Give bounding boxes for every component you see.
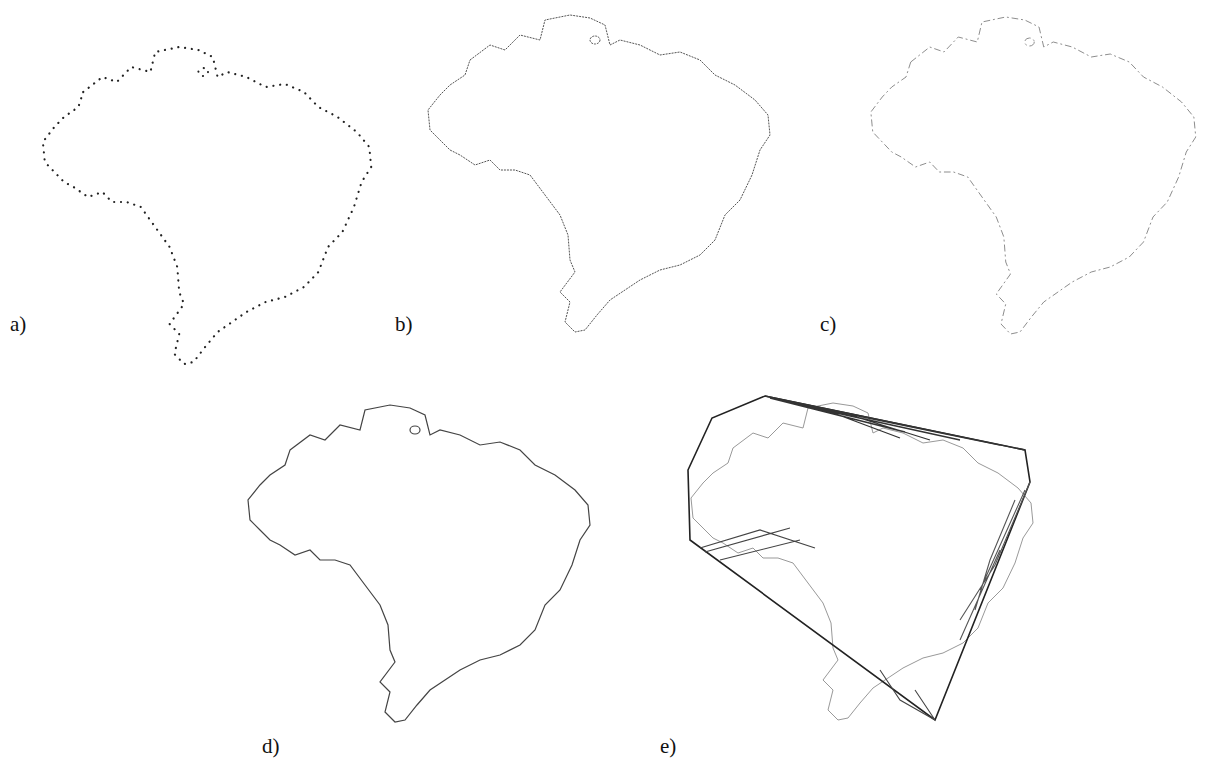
- faded-outline: [871, 17, 1196, 334]
- panel-label: b): [395, 312, 413, 337]
- panel-label: c): [820, 312, 836, 337]
- fine-outline: [428, 15, 770, 332]
- dotted-outline: [43, 47, 371, 364]
- panel-label: e): [660, 734, 676, 759]
- panel-label: d): [262, 734, 280, 759]
- panel-label: a): [10, 312, 26, 337]
- continuous-outline: [248, 405, 590, 722]
- hull-outline: [688, 396, 1033, 720]
